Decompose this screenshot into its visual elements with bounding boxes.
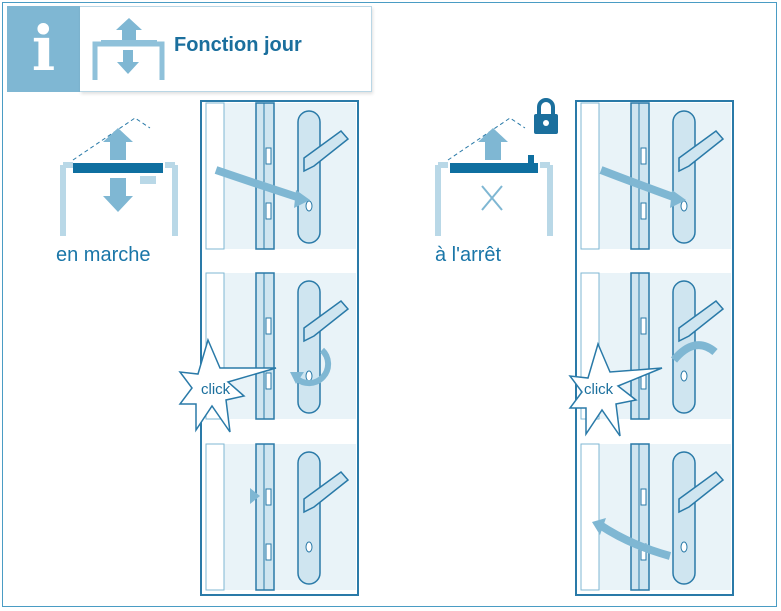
tilt-turn-icon [92,18,165,80]
click-burst-off [568,341,663,437]
handle-on-diagram [60,117,178,236]
mode-label-off: à l'arrêt [435,244,502,266]
rotate-arrow-icon [293,347,332,387]
lock-icon [534,98,558,134]
click-label-off: click [584,381,614,398]
page-title: Fonction jour [174,34,302,56]
arrow-icon [214,166,302,202]
door-column-on [200,100,359,596]
handle-off-diagram [435,117,553,236]
door-column-off [575,100,734,596]
click-label-on: click [201,381,231,398]
click-burst-on [178,337,277,433]
mode-label-on: en marche [56,244,151,266]
info-icon: i [7,6,80,92]
arrow-icon [597,521,672,560]
